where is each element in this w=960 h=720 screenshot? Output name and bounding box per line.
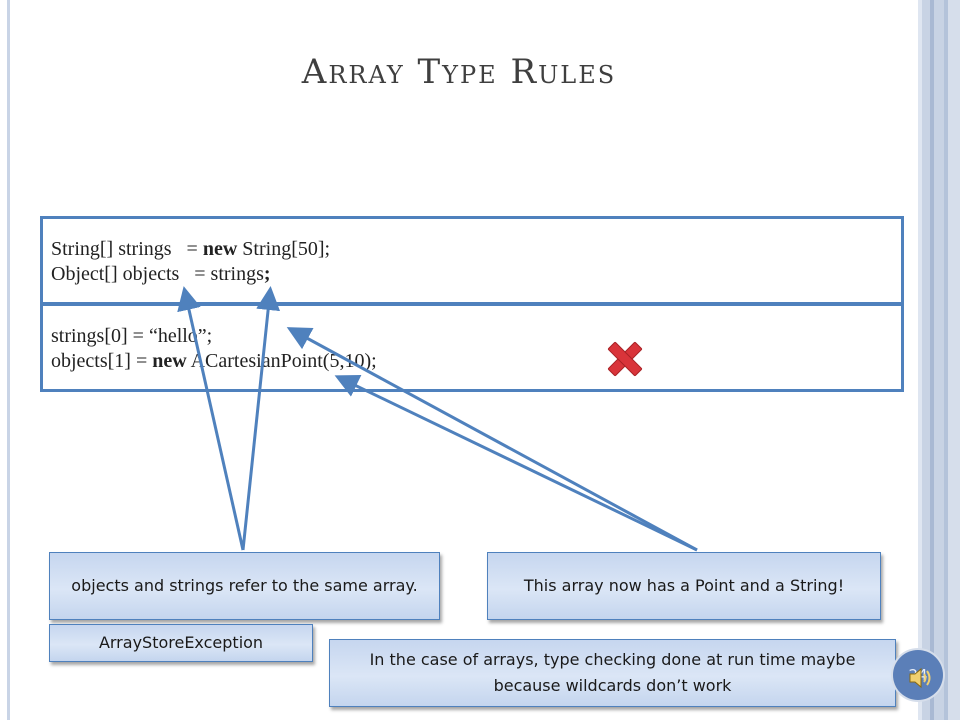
code-text: ACartesianPoint(5,10);	[186, 350, 377, 372]
code-text: String[50];	[237, 238, 331, 260]
code-keyword: new	[152, 350, 187, 372]
right-frame-bars	[918, 0, 960, 720]
code-line-strings-assign: strings[0] = “hello”;	[51, 324, 901, 349]
slide-title: Array Type Rules	[301, 52, 617, 92]
code-box-declarations: String[] strings = new String[50]; Objec…	[40, 216, 904, 305]
code-line-string-array: String[] strings = new String[50];	[51, 237, 901, 262]
callout-run-time-checking: In the case of arrays, type checking don…	[329, 639, 896, 707]
callout-point-and-string: This array now has a Point and a String!	[487, 552, 881, 620]
red-x-icon	[607, 341, 643, 377]
left-frame-line	[7, 0, 10, 720]
code-box-assignments: strings[0] = “hello”; objects[1] = new A…	[40, 303, 904, 392]
speaker-icon[interactable]	[906, 664, 934, 692]
code-text: String[] strings =	[51, 238, 203, 260]
callout-same-array: objects and strings refer to the same ar…	[49, 552, 440, 620]
code-text: objects[1] =	[51, 350, 153, 372]
code-line-objects-assign: objects[1] = new ACartesianPoint(5,10);	[51, 349, 901, 374]
arrow-to-point	[334, 375, 698, 552]
code-semicolon: ;	[263, 263, 271, 285]
code-text: Object[] objects = strings	[51, 263, 264, 285]
code-text: strings[0] = “hello”;	[51, 325, 213, 347]
callout-array-store-exception: ArrayStoreException	[49, 624, 313, 662]
code-keyword: new	[202, 238, 238, 260]
code-line-object-array: Object[] objects = strings;	[51, 262, 901, 287]
